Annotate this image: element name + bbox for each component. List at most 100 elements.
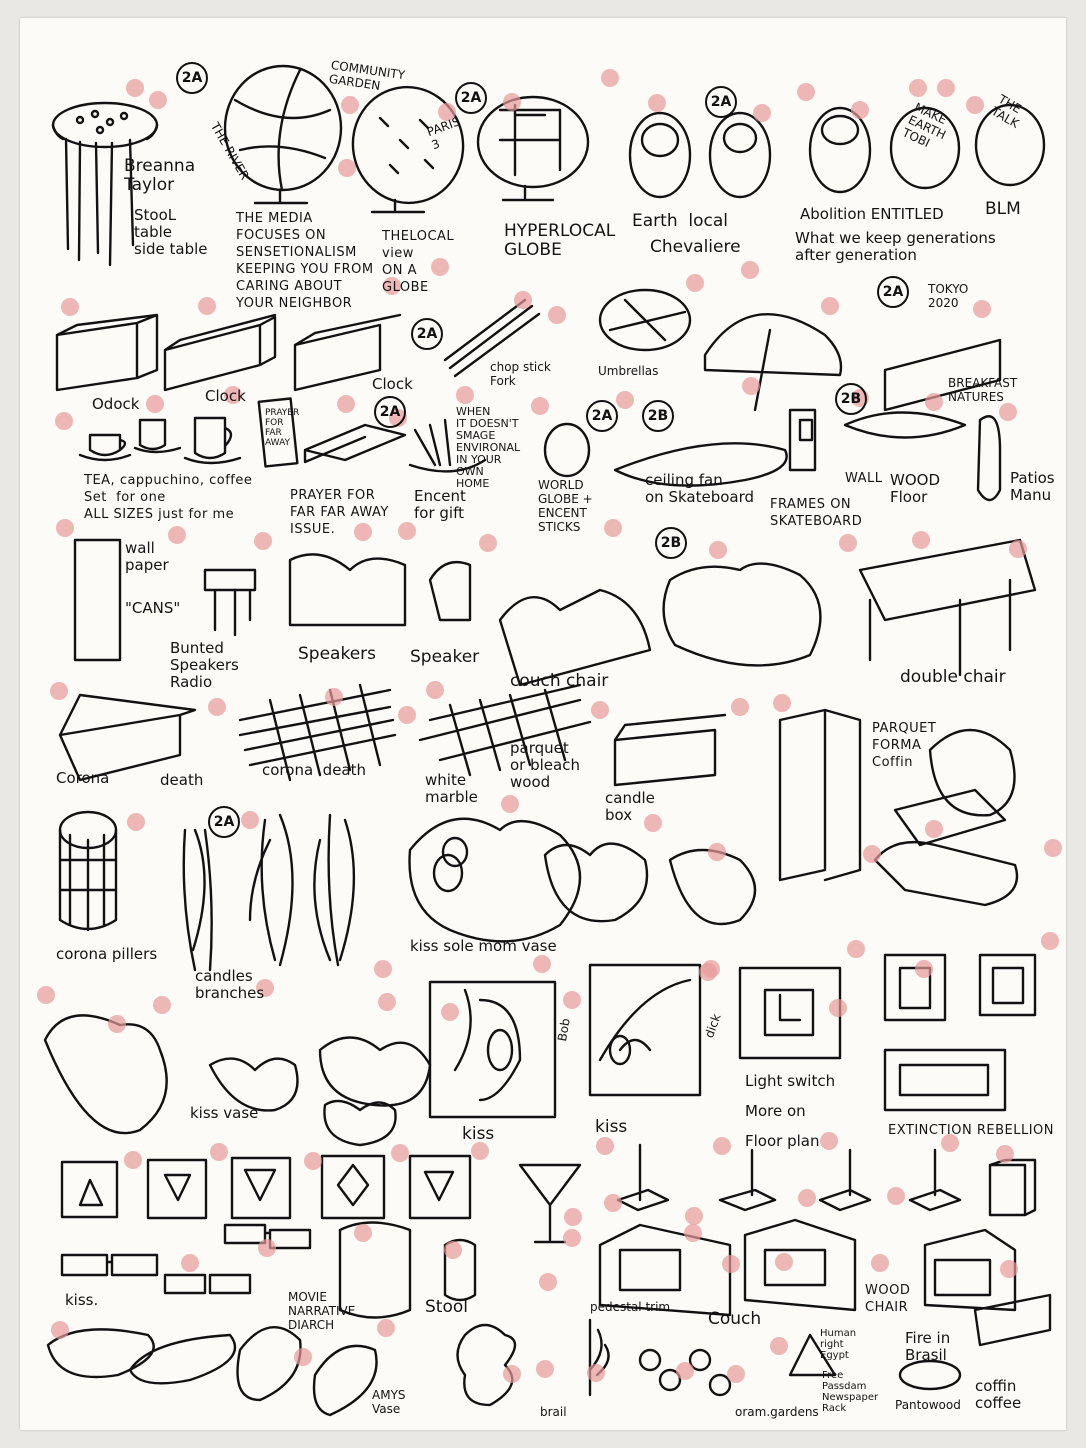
label-breanna: Breanna Taylor	[124, 156, 196, 195]
pink-dot	[438, 103, 456, 121]
pink-dot	[713, 1137, 731, 1155]
pink-dot	[548, 306, 566, 324]
tag-2a: 2A	[705, 86, 737, 118]
label-clock-1: Odock	[92, 395, 140, 413]
pink-dot-markers	[37, 69, 1062, 1383]
pink-dot	[775, 1253, 793, 1271]
pink-dot	[563, 991, 581, 1009]
pink-dot	[539, 1273, 557, 1291]
pink-dot	[304, 1152, 322, 1170]
label-pantowood: Pantowood	[895, 1398, 961, 1412]
label-speaker: Speaker	[410, 647, 480, 667]
label-local-view: THELOCAL view ON A GLOBE	[382, 229, 455, 295]
globe-sketches	[223, 64, 590, 214]
pink-dot	[533, 955, 551, 973]
pink-dot	[973, 300, 991, 318]
pink-dot	[909, 79, 927, 97]
pink-dot	[254, 532, 272, 550]
pink-dot	[604, 519, 622, 537]
pink-dot	[596, 1137, 614, 1155]
pink-dot	[1000, 1260, 1018, 1278]
tag-2a: 2A	[411, 318, 443, 350]
speaker-couch-sketches	[73, 538, 1037, 687]
pink-dot	[536, 1360, 554, 1378]
label-breakfast: BREAKFAST NATURES	[948, 376, 1018, 404]
pink-dot	[55, 412, 73, 430]
pink-dot	[398, 522, 416, 540]
label-chopstick: chop stick Fork	[490, 360, 551, 388]
label-couch: Couch	[708, 1309, 762, 1329]
pink-dot	[996, 1145, 1014, 1163]
label-world-globe: WORLD GLOBE + ENCENT STICKS	[538, 478, 593, 534]
pink-dot	[604, 1194, 622, 1212]
pink-dot	[966, 96, 984, 114]
corona-death-sketches	[58, 683, 1019, 907]
pink-dot	[514, 291, 532, 309]
pink-dot	[391, 1144, 409, 1162]
pink-dot	[146, 395, 164, 413]
pink-dot	[337, 395, 355, 413]
pink-dot	[709, 541, 727, 559]
pink-dot	[208, 698, 226, 716]
triangle-frame-sketches	[60, 1143, 1037, 1244]
label-kiss-sole: kiss sole mom vase	[410, 937, 557, 955]
pink-dot	[426, 681, 444, 699]
pink-dot	[444, 1241, 462, 1259]
pink-dot	[256, 979, 274, 997]
pink-dot	[676, 1362, 694, 1380]
pink-dot	[563, 1229, 581, 1247]
pink-dot	[398, 706, 416, 724]
label-parquet: parquet or bleach wood	[510, 739, 580, 791]
pink-dot	[108, 1015, 126, 1033]
pink-dot	[871, 1254, 889, 1272]
label-oram: oram.gardens	[735, 1405, 819, 1419]
pink-dot	[127, 813, 145, 831]
pink-dot	[863, 845, 881, 863]
pink-dot	[531, 397, 549, 415]
label-stool-table: StooL table side table	[134, 206, 208, 258]
label-pedestal: pedestal trim	[590, 1300, 671, 1314]
glasses-couch-sketches	[60, 1218, 1017, 1319]
pink-dot	[168, 526, 186, 544]
pink-dot	[915, 960, 933, 978]
label-double-chair: double chair	[900, 667, 1006, 687]
pink-dot	[153, 996, 171, 1014]
label-earth-local: Earth local	[632, 211, 729, 231]
pink-dot	[56, 519, 74, 537]
label-prayer: PRAYER FOR FAR FAR AWAY ISSUE.	[290, 488, 389, 537]
tag-2a: 2A	[208, 806, 240, 838]
pink-dot	[210, 1143, 228, 1161]
label-white-marble: white marble	[425, 771, 478, 806]
label-extinction: EXTINCTION REBELLION	[888, 1123, 1054, 1138]
label-kiss-1: kiss	[462, 1124, 495, 1144]
clock-sketches	[55, 288, 1002, 412]
label-clock-3: Clock	[372, 375, 413, 393]
label-amys-vase: AMYS Vase	[372, 1388, 406, 1416]
label-corona-pillers: corona pillers	[56, 945, 158, 963]
label-patios: Patios Manu	[1010, 469, 1055, 504]
frame-switch-sketches	[428, 953, 1037, 1119]
pink-dot	[564, 1208, 582, 1226]
label-prayer-small: PRAYER FOR FAR AWAY	[265, 408, 300, 448]
label-corona-death: corona death	[262, 761, 367, 779]
pink-dot	[770, 1337, 788, 1355]
pink-dot	[708, 843, 726, 861]
label-chevaliere: Chevaliere	[650, 237, 741, 257]
pink-dot	[383, 277, 401, 295]
label-couch-chair: couch chair	[510, 671, 609, 691]
tea-set-sketch	[78, 397, 1002, 502]
pink-dot	[377, 1319, 395, 1337]
label-candle-box: candle box	[605, 789, 655, 824]
pink-dot	[912, 531, 930, 549]
label-what-we-keep: What we keep generations after generatio…	[795, 229, 996, 264]
pink-dot	[925, 820, 943, 838]
pink-dot	[847, 940, 865, 958]
pink-dot	[354, 1224, 372, 1242]
pink-dot	[51, 1321, 69, 1339]
pink-dot	[354, 523, 372, 541]
pink-dot	[441, 1003, 459, 1021]
pink-dot	[925, 393, 943, 411]
pink-dot	[198, 297, 216, 315]
label-stool: Stool	[425, 1297, 468, 1317]
